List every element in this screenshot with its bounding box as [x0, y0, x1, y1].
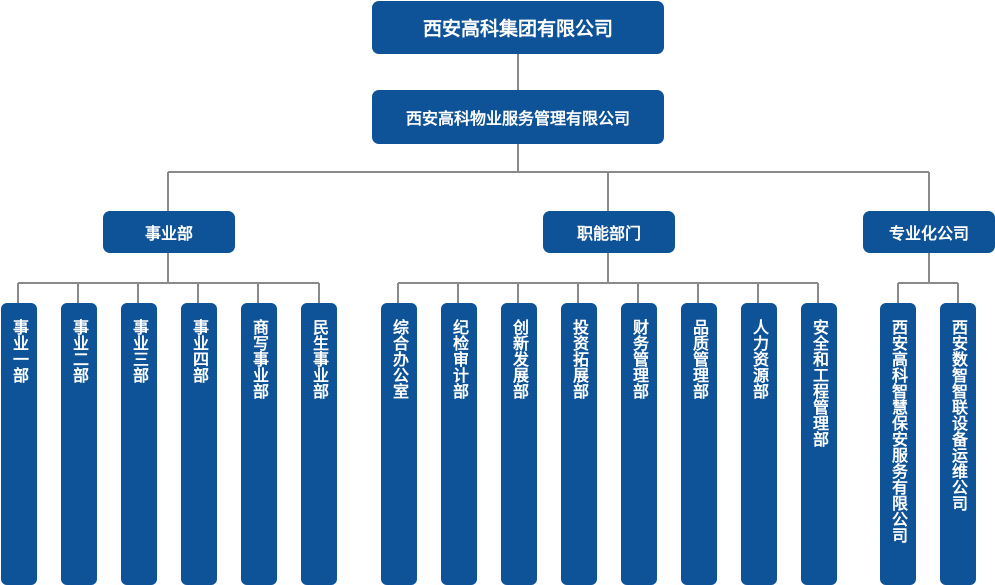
group-label: 事业部	[144, 224, 193, 243]
leaf-node: 事业三部	[121, 303, 157, 585]
group-node-functional: 职能部门	[543, 211, 675, 253]
group-node-business: 事业部	[103, 211, 235, 253]
leaf-node: 安全和工程管理部	[801, 303, 837, 585]
leaf-node: 财务管理部	[621, 303, 657, 585]
leaf-node: 事业一部	[1, 303, 37, 585]
group-node-specialized: 专业化公司	[863, 211, 995, 253]
leaf-node: 人力资源部	[741, 303, 777, 585]
company-node: 西安高科物业服务管理有限公司	[372, 90, 664, 144]
group-label: 专业化公司	[888, 224, 969, 243]
leaf-node: 西安数智智联设备运维公司	[940, 303, 976, 585]
leaf-node: 投资拓展部	[561, 303, 597, 585]
leaf-node: 事业二部	[61, 303, 97, 585]
company-label: 西安高科物业服务管理有限公司	[405, 109, 630, 128]
leaf-node: 事业四部	[181, 303, 217, 585]
root-node: 西安高科集团有限公司	[372, 1, 664, 54]
leaf-node: 品质管理部	[681, 303, 717, 585]
leaf-node: 综合办公室	[381, 303, 417, 585]
leaf-node: 民生事业部	[301, 303, 337, 585]
leaf-node: 西安高科智慧保安服务有限公司	[880, 303, 916, 585]
root-label: 西安高科集团有限公司	[422, 18, 613, 40]
leaf-node: 商写事业部	[241, 303, 277, 585]
leaf-node: 创新发展部	[501, 303, 537, 585]
group-label: 职能部门	[576, 224, 641, 243]
leaf-node: 纪检审计部	[441, 303, 477, 585]
